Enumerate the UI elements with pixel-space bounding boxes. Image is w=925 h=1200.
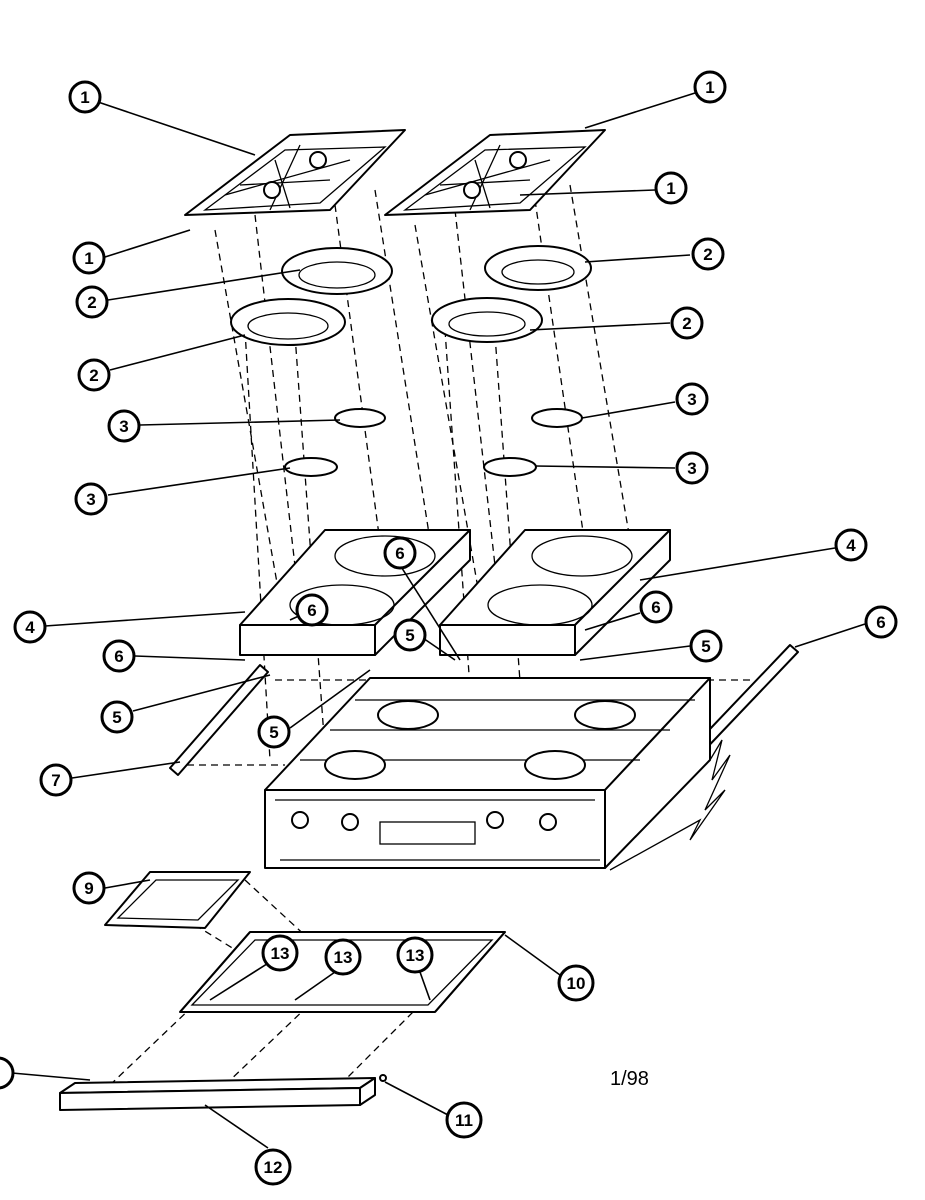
callout-3: 3 [675,451,709,485]
svg-text:11: 11 [455,1111,473,1130]
callout-6: 6 [383,536,417,570]
front-rail [59,1074,387,1111]
drip-bowls [230,245,592,346]
svg-text:1: 1 [666,179,675,198]
svg-text:1: 1 [80,88,89,107]
callout-1: 1 [693,70,727,104]
callout-3: 3 [74,482,108,516]
svg-text:4: 4 [25,618,35,637]
svg-text:3: 3 [687,459,696,478]
callout-5: 5 [257,715,291,749]
callouts: 1 1 1 1 2 2 2 2 3 3 3 3 4 4 5 5 5 5 6 6 … [0,70,898,1186]
callout-4: 4 [834,528,868,562]
cooktop-panel-right [439,529,671,656]
callout-3: 3 [675,382,709,416]
callout-1: 1 [68,80,102,114]
svg-text:6: 6 [651,598,660,617]
svg-text:7: 7 [51,771,60,790]
svg-text:10: 10 [567,974,586,993]
svg-text:6: 6 [307,601,316,620]
callout-6: 6 [295,593,329,627]
svg-text:2: 2 [703,245,712,264]
svg-text:13: 13 [271,944,290,963]
svg-text:12: 12 [264,1158,283,1177]
svg-text:1: 1 [84,249,93,268]
callout-6: 6 [639,590,673,624]
callout-10: 10 [557,964,595,1002]
svg-text:9: 9 [84,879,93,898]
callout-6: 6 [102,639,136,673]
svg-text:4: 4 [846,536,856,555]
side-trims [169,644,799,776]
callout-1: 1 [654,171,688,205]
svg-text:13: 13 [406,946,425,965]
svg-text:6: 6 [114,647,123,666]
burner-box [264,677,731,871]
callout-3: 3 [107,409,141,443]
svg-text:1: 1 [705,78,714,97]
svg-text:2: 2 [87,293,96,312]
callout-2: 2 [75,285,109,319]
callout-5: 5 [393,618,427,652]
callout-5: 5 [689,629,723,663]
svg-text:5: 5 [112,708,121,727]
svg-text:2: 2 [89,366,98,385]
svg-text:2: 2 [682,314,691,333]
callout-13: 13 [396,936,434,974]
svg-text:3: 3 [687,390,696,409]
callout-6: 6 [864,605,898,639]
callout-2: 2 [670,306,704,340]
svg-text:3: 3 [86,490,95,509]
svg-text:5: 5 [269,723,278,742]
svg-text:5: 5 [701,637,710,656]
grate-right [384,129,606,216]
svg-text:13: 13 [334,948,353,967]
callout-4: 4 [13,610,47,644]
callout-13: 13 [261,934,299,972]
svg-text:3: 3 [119,417,128,436]
callout-13: 13 [324,938,362,976]
leader-lines [11,92,866,1149]
callout-12: 12 [254,1148,292,1186]
date-code: 1/98 [610,1068,649,1090]
svg-text:6: 6 [395,544,404,563]
callout-5: 5 [100,700,134,734]
burner-caps [284,408,583,477]
svg-text:6: 6 [876,613,885,632]
callout-2: 2 [691,237,725,271]
callout-1: 1 [72,241,106,275]
drip-tray [104,871,251,929]
svg-text:5: 5 [405,626,414,645]
grate-left [184,129,406,216]
callout-9: 9 [72,871,106,905]
callout-2: 2 [77,358,111,392]
callout-partial-offscreen [0,1056,15,1090]
callout-11: 11 [445,1101,483,1139]
callout-7: 7 [39,763,73,797]
cooktop-panel-left [239,529,471,656]
